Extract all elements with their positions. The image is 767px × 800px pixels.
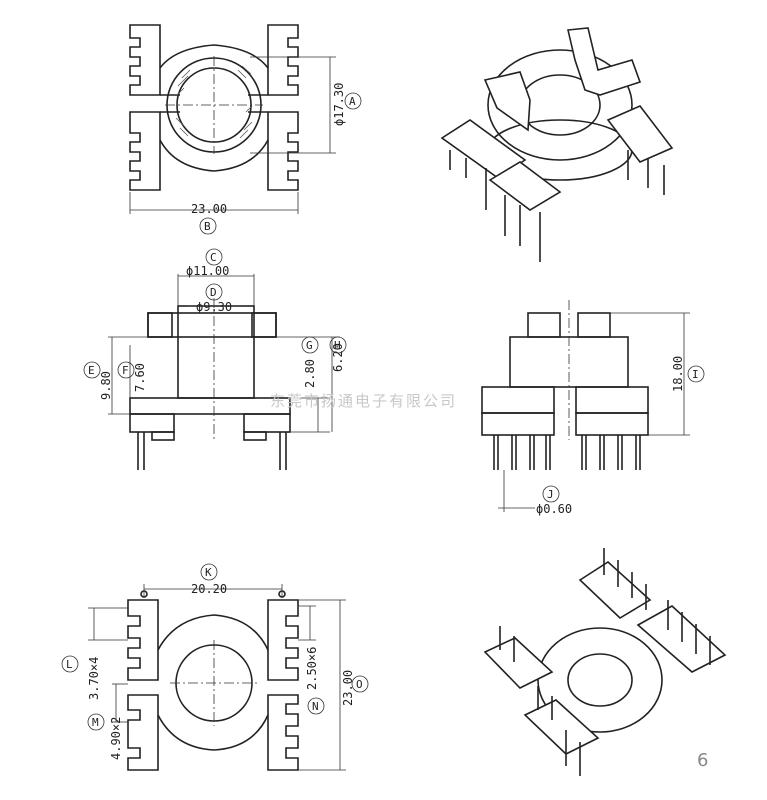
label-k: K [205, 566, 212, 579]
label-e: E [88, 364, 95, 377]
front-view: C ϕ11.00 D ϕ9.30 9.80 7.60 E F 2.80 6.20… [83, 248, 347, 470]
dim-f-value: 7.60 [133, 363, 147, 392]
dim-i-value: 18.00 [671, 356, 685, 392]
side-view: 18.00 I J ϕ0.60 [481, 300, 705, 516]
dim-e-value: 9.80 [99, 371, 113, 400]
dim-o-value: 23.00 [341, 670, 355, 706]
label-n: N [312, 700, 319, 713]
dim-h-value: 6.20 [331, 343, 345, 372]
label-b: B [204, 220, 211, 233]
dim-b-value: 23.00 [191, 202, 227, 216]
dim-k-value: 20.20 [191, 582, 227, 596]
dim-m-value: 4.90×2 [109, 717, 123, 760]
label-l: L [66, 658, 73, 671]
dim-c-value: ϕ11.00 [186, 264, 229, 278]
page-number: 6 [697, 750, 708, 771]
dim-g-value: 2.80 [303, 359, 317, 388]
label-h: H [334, 339, 341, 352]
label-o: O [356, 678, 363, 691]
isometric-view-top [440, 27, 674, 262]
dim-n-value: 2.50×6 [305, 647, 319, 690]
label-j: J [547, 488, 554, 501]
dim-a-value: ϕ17.30 [332, 83, 346, 126]
bottom-view: K 20.20 3.70×4 L 4.90×2 M 2.50×6 N 23.00… [61, 563, 369, 771]
label-a: A [349, 95, 356, 108]
label-g: G [306, 339, 313, 352]
label-m: M [92, 716, 99, 729]
label-f: F [122, 364, 129, 377]
isometric-view-bottom [483, 548, 727, 776]
label-d: D [210, 286, 217, 299]
label-c: C [210, 251, 217, 264]
label-i: I [692, 368, 699, 381]
dim-d-value: ϕ9.30 [196, 300, 232, 314]
dim-l-value: 3.70×4 [87, 657, 101, 700]
watermark-text: 东莞市扬通电子有限公司 [270, 392, 457, 410]
top-view: ϕ17.30 A 23.00 B [129, 24, 362, 235]
dim-j-value: ϕ0.60 [536, 502, 572, 516]
